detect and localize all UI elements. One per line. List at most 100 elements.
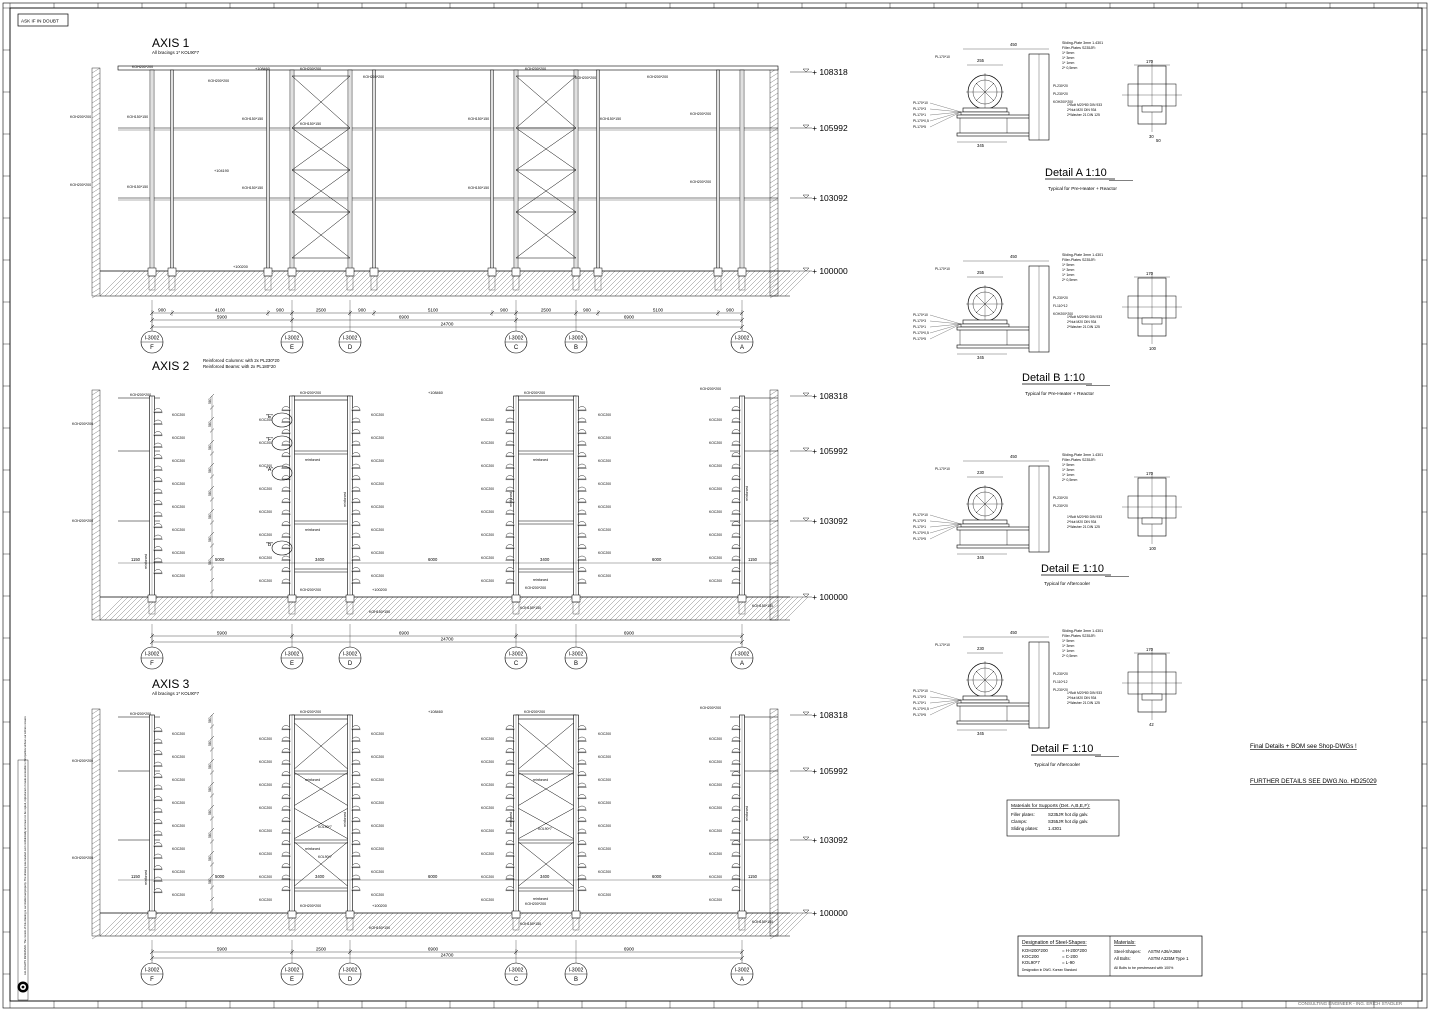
hatch-line bbox=[769, 579, 779, 586]
hatch-line bbox=[769, 833, 779, 840]
hatch-line bbox=[284, 912, 309, 937]
profile-label: KOC200 bbox=[259, 579, 272, 583]
base-plate bbox=[345, 267, 355, 277]
pipe-shoe-icon bbox=[281, 782, 291, 787]
bracing bbox=[291, 169, 351, 213]
hatch-line bbox=[91, 778, 101, 785]
beam-top-flange bbox=[956, 702, 1036, 707]
hatch-line bbox=[769, 823, 779, 830]
pipe-shoe-icon bbox=[505, 509, 515, 514]
hatch-line bbox=[154, 596, 179, 621]
elevation-triangle-icon bbox=[802, 194, 810, 199]
hatch-line bbox=[769, 883, 779, 890]
hatch-line bbox=[91, 389, 101, 396]
hatch-line bbox=[254, 270, 281, 297]
profile-label: KOC200 bbox=[481, 806, 494, 810]
foundation-pedestal bbox=[168, 275, 176, 291]
spot-level: +108460 bbox=[255, 67, 270, 71]
hatch-line bbox=[314, 270, 341, 297]
foundation-pedestal bbox=[714, 275, 722, 291]
pipe-shoe-icon bbox=[153, 569, 163, 574]
profile-label: KOC200 bbox=[598, 870, 611, 874]
hatch-line bbox=[414, 596, 439, 621]
profile-label: KOC200 bbox=[481, 852, 494, 856]
profile-label: KOH200*200 bbox=[524, 710, 545, 714]
grid-ref-label: I-3002 bbox=[285, 336, 300, 342]
dimension-label: 170 bbox=[1146, 647, 1154, 652]
profile-label: KOC200 bbox=[371, 755, 384, 759]
hatch-line bbox=[309, 912, 334, 937]
hatch-line bbox=[674, 912, 699, 937]
hatch-line bbox=[449, 596, 474, 621]
dimension-label: 24700 bbox=[441, 953, 454, 958]
hatch-line bbox=[709, 912, 734, 937]
hatch-line bbox=[769, 828, 779, 835]
foundation-pedestal bbox=[288, 917, 296, 931]
hatch-line bbox=[679, 270, 706, 297]
hatch-line bbox=[414, 912, 439, 937]
hatch-line bbox=[714, 596, 739, 621]
bracing bbox=[291, 127, 351, 171]
hatch-line bbox=[399, 596, 424, 621]
profile-label: KOC200 bbox=[709, 898, 722, 902]
hatch-line bbox=[91, 564, 101, 571]
dimension-label: 170 bbox=[1146, 271, 1154, 276]
hatch-line bbox=[704, 912, 729, 937]
grid-ref-label: I-3002 bbox=[343, 336, 358, 342]
materials-supports-row-3-val: 1.4301 bbox=[1048, 826, 1062, 831]
hatch-line bbox=[349, 596, 374, 621]
elevation-label: + 108318 bbox=[812, 67, 848, 77]
hatch-line bbox=[769, 733, 779, 740]
pipe-shoe-icon bbox=[577, 475, 587, 480]
leader-line bbox=[929, 699, 962, 710]
hatch-line bbox=[449, 270, 476, 297]
profile-label: KOC200 bbox=[598, 551, 611, 555]
hatch-line bbox=[91, 524, 101, 531]
hatch-line bbox=[684, 270, 711, 297]
dimension-label: 580 bbox=[208, 444, 212, 450]
dimension-tick bbox=[209, 839, 215, 844]
elevation-label: + 108318 bbox=[812, 710, 848, 720]
leader-line bbox=[929, 520, 962, 525]
hatch-line bbox=[91, 87, 101, 94]
hatch-line bbox=[474, 912, 499, 937]
pipe-shoe-icon bbox=[577, 759, 587, 764]
grid-ref-label: I-3002 bbox=[735, 652, 750, 658]
dimension-tick bbox=[209, 770, 215, 775]
materials-supports-row-1-val: S235JR hot dip galv. bbox=[1048, 812, 1088, 817]
dimension-label: 6000 bbox=[428, 557, 438, 562]
hatch-line bbox=[514, 912, 539, 937]
sliding-plate bbox=[960, 699, 1010, 704]
hatch-line bbox=[769, 718, 779, 725]
elevation-triangle-icon bbox=[802, 447, 810, 452]
hatch-line bbox=[344, 912, 369, 937]
elevation-triangle-icon bbox=[802, 68, 810, 73]
pipe-shoe-icon bbox=[505, 840, 515, 845]
final-details-note: Final Details + BOM see Shop-DWGs ! bbox=[1250, 743, 1357, 750]
hatch-line bbox=[389, 912, 414, 937]
profile-label: KOC200 bbox=[598, 574, 611, 578]
dimension-tick bbox=[209, 747, 215, 752]
hatch-line bbox=[309, 270, 336, 297]
profile-label: KOC200 bbox=[172, 801, 185, 805]
pipe-shoe-icon bbox=[281, 521, 291, 526]
hatch-line bbox=[769, 137, 779, 144]
hatch-line bbox=[589, 912, 614, 937]
hatch-line bbox=[91, 768, 101, 775]
detail-spec-line: Sliding-Plate 3mm 1.4301 bbox=[1062, 629, 1103, 633]
profile-label: KOH200*200 bbox=[300, 904, 321, 908]
hatch-line bbox=[91, 137, 101, 144]
hatch-line bbox=[91, 429, 101, 436]
hatch-line bbox=[404, 596, 429, 621]
hatch-line bbox=[91, 267, 101, 274]
hatch-line bbox=[264, 912, 289, 937]
hatch-line bbox=[604, 912, 629, 937]
detail-spec-line: Sliding-Plate 3mm 1.4301 bbox=[1062, 253, 1103, 257]
hatch-line bbox=[239, 270, 266, 297]
hatch-line bbox=[559, 270, 586, 297]
detail-callout-ellipse bbox=[271, 465, 293, 481]
hatch-line bbox=[599, 596, 624, 621]
pipe-shoe-icon bbox=[731, 782, 741, 787]
hatch-line bbox=[454, 596, 479, 621]
